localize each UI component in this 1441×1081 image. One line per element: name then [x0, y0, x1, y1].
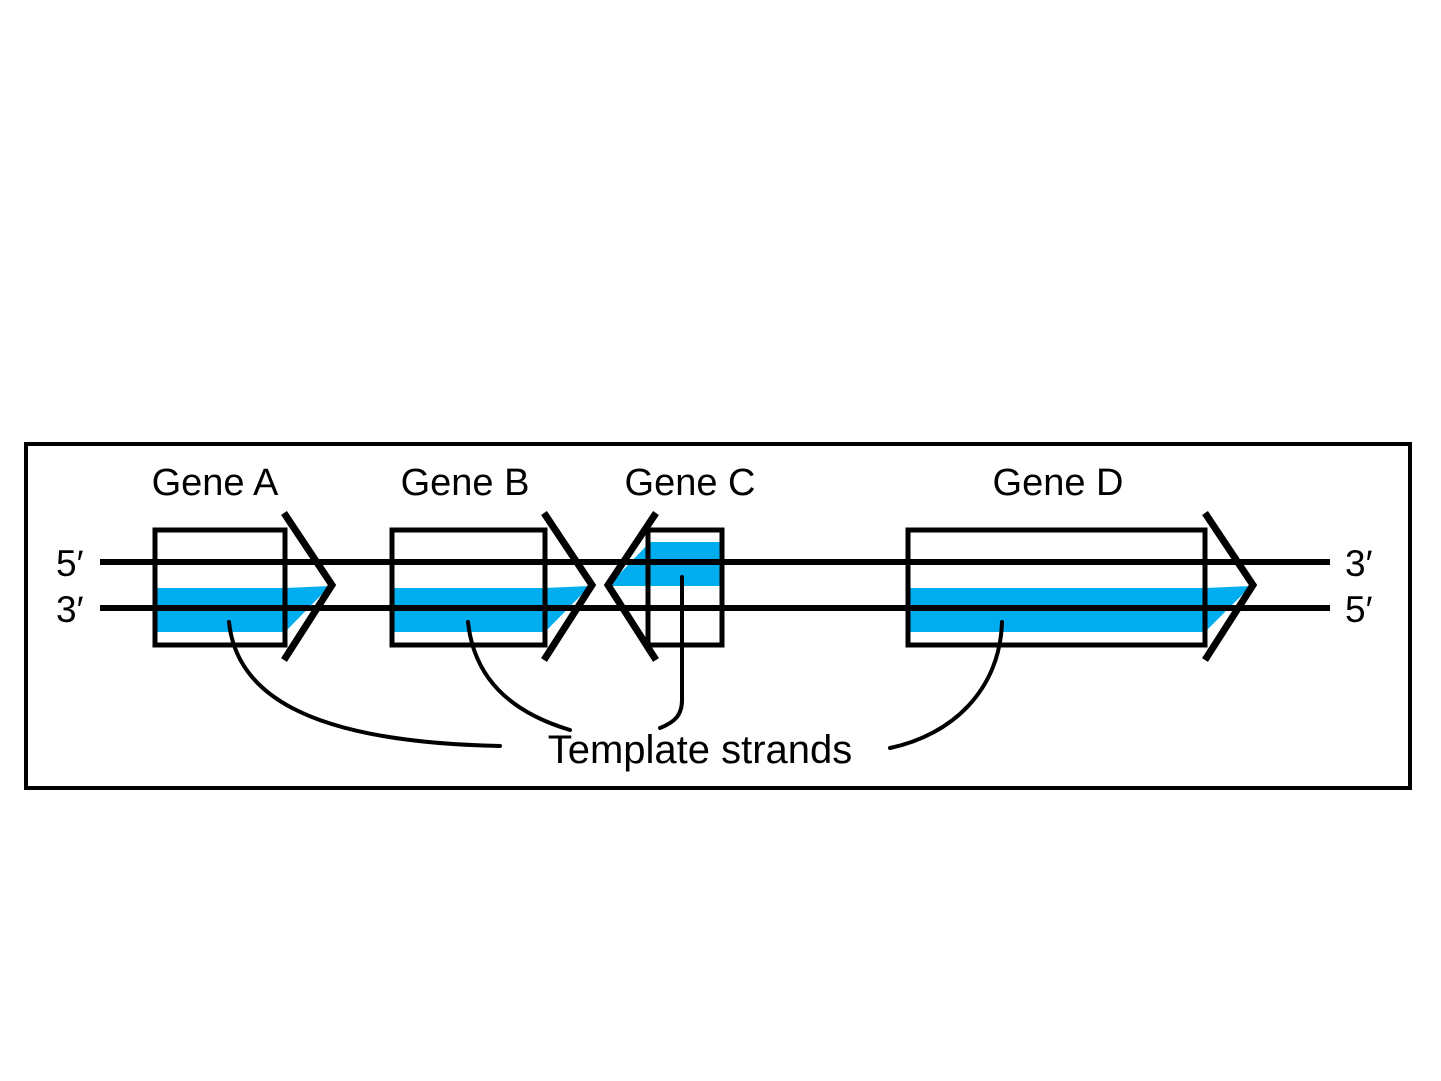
left-top-end-label: 5′ — [56, 543, 84, 584]
leader-line-gene-b — [466, 620, 572, 732]
gene-b-arrowhead-icon — [541, 511, 597, 662]
gene-a-group[interactable]: Gene A — [152, 462, 337, 662]
leader-line-gene-d — [888, 620, 1004, 750]
gene-a-arrowhead-icon — [281, 511, 337, 662]
gene-b-box-outline — [389, 527, 548, 648]
gene-c-label: Gene C — [625, 462, 756, 504]
gene-c-box-outline — [645, 527, 725, 648]
strand-end-labels: 5′ 3′ 3′ 5′ — [56, 543, 1373, 630]
gene-d-group[interactable]: Gene D — [905, 462, 1258, 662]
gene-c-group[interactable]: Gene C — [600, 462, 756, 662]
gene-c-arrowhead-icon — [603, 511, 659, 662]
leader-line-gene-a — [227, 620, 502, 748]
gene-d-label: Gene D — [993, 462, 1124, 504]
callout-leader-lines — [227, 575, 1004, 750]
template-strands-callout-label: Template strands — [548, 728, 853, 772]
gene-d-arrowhead-icon — [1202, 511, 1258, 662]
leader-line-gene-c — [658, 575, 684, 730]
gene-b-label: Gene B — [401, 462, 530, 504]
right-top-end-label: 3′ — [1345, 543, 1373, 584]
left-bottom-end-label: 3′ — [56, 589, 84, 630]
gene-d-box-outline — [905, 527, 1208, 648]
gene-a-label: Gene A — [152, 462, 279, 504]
gene-a-box-outline — [152, 527, 288, 648]
right-bottom-end-label: 5′ — [1345, 589, 1373, 630]
